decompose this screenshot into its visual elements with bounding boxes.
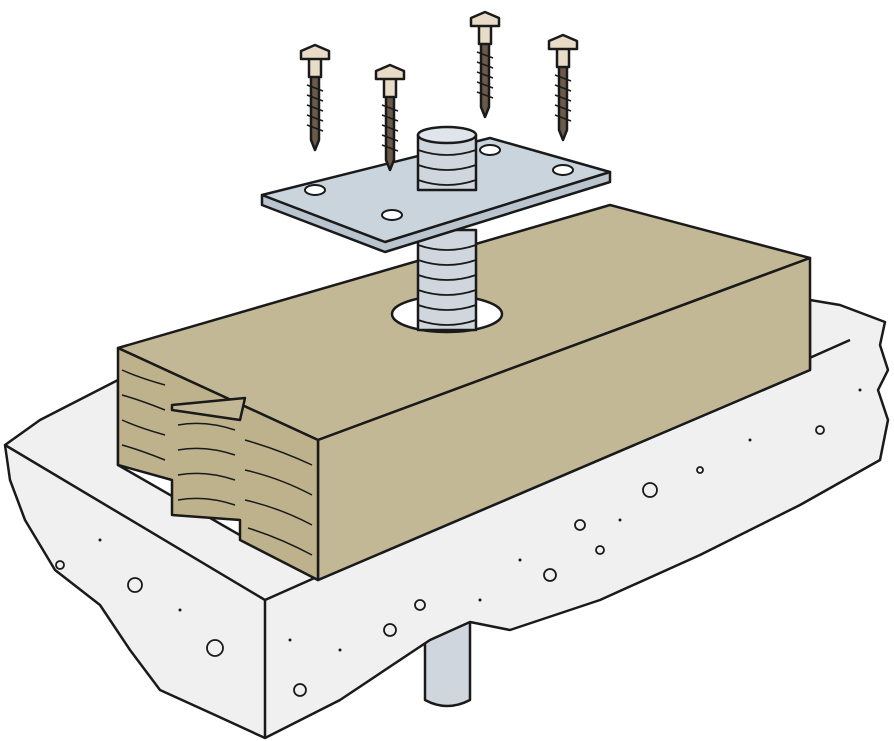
base-plate (260, 125, 612, 254)
screw-icon (374, 63, 406, 172)
screw-icon (547, 33, 579, 142)
threaded-rod (416, 228, 478, 332)
anchor-rod-bottom (423, 618, 472, 708)
screw-icon (469, 10, 501, 119)
screw-icon (299, 43, 331, 152)
screws (299, 10, 579, 172)
wood-grain (121, 369, 313, 556)
